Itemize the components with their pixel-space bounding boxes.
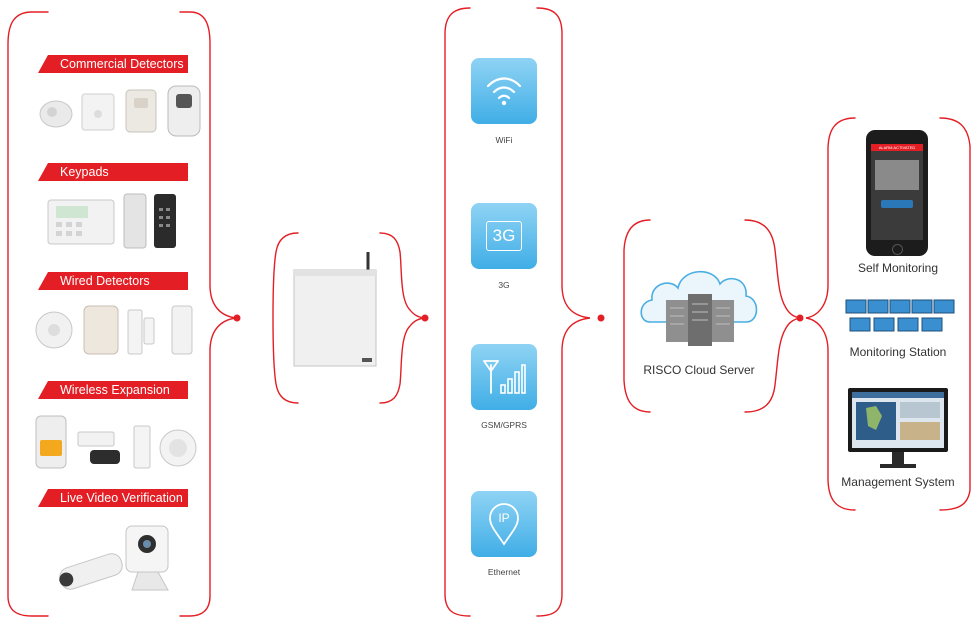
ethernet-label: Ethernet bbox=[487, 567, 521, 577]
banner-live-video-verification-label: Live Video Verification bbox=[60, 491, 183, 505]
phone-alert-text: ALARM ACTIVATED bbox=[871, 144, 923, 151]
phone-screen: ALARM ACTIVATED bbox=[871, 144, 923, 240]
gsm-tile bbox=[471, 344, 537, 410]
commercial-detectors-image bbox=[39, 85, 201, 137]
management-system-label: Management System bbox=[841, 475, 955, 489]
cloud-server-label: RISCO Cloud Server bbox=[643, 363, 755, 377]
management-monitor-image bbox=[848, 388, 948, 468]
3g-tile: 3G bbox=[471, 203, 537, 269]
ip-icon-text: IP bbox=[498, 511, 510, 525]
monitoring-station-image bbox=[845, 299, 955, 332]
connector-dot bbox=[233, 314, 241, 322]
wifi-label: WiFi bbox=[495, 135, 513, 145]
banner-wired-detectors-label: Wired Detectors bbox=[60, 274, 150, 288]
gsm-gprs-label: GSM/GPRS bbox=[481, 420, 527, 430]
3g-label: 3G bbox=[498, 280, 510, 290]
ethernet-tile: IP bbox=[471, 491, 537, 557]
banner-keypads-label: Keypads bbox=[60, 165, 109, 179]
location-pin-icon bbox=[489, 503, 519, 546]
banner-wireless-expansion: Wireless Expansion bbox=[38, 381, 188, 399]
3g-icon-text: 3G bbox=[492, 226, 516, 245]
banner-keypads: Keypads bbox=[38, 163, 188, 181]
connector-dot bbox=[796, 314, 804, 322]
connector-dot bbox=[597, 314, 605, 322]
control-panel-image bbox=[293, 252, 377, 367]
wireless-expansion-image bbox=[35, 415, 197, 469]
banner-live-video-verification: Live Video Verification bbox=[38, 489, 188, 507]
smartphone-image: ALARM ACTIVATED bbox=[866, 130, 928, 256]
cloud-server-icon bbox=[640, 270, 758, 346]
monitoring-station-label: Monitoring Station bbox=[849, 345, 947, 359]
wifi-tile bbox=[471, 58, 537, 124]
3g-icon: 3G bbox=[486, 221, 522, 251]
video-cameras-image bbox=[59, 525, 169, 591]
banner-wireless-expansion-label: Wireless Expansion bbox=[60, 383, 170, 397]
connector-dot bbox=[421, 314, 429, 322]
antenna-signal-icon bbox=[483, 360, 526, 394]
banner-commercial-detectors-label: Commercial Detectors bbox=[60, 57, 184, 71]
wired-detectors-image bbox=[35, 305, 193, 355]
banner-wired-detectors: Wired Detectors bbox=[38, 272, 188, 290]
self-monitoring-label: Self Monitoring bbox=[857, 261, 939, 275]
keypads-image bbox=[47, 193, 176, 249]
banner-commercial-detectors: Commercial Detectors bbox=[38, 55, 188, 73]
wifi-icon bbox=[486, 77, 522, 106]
